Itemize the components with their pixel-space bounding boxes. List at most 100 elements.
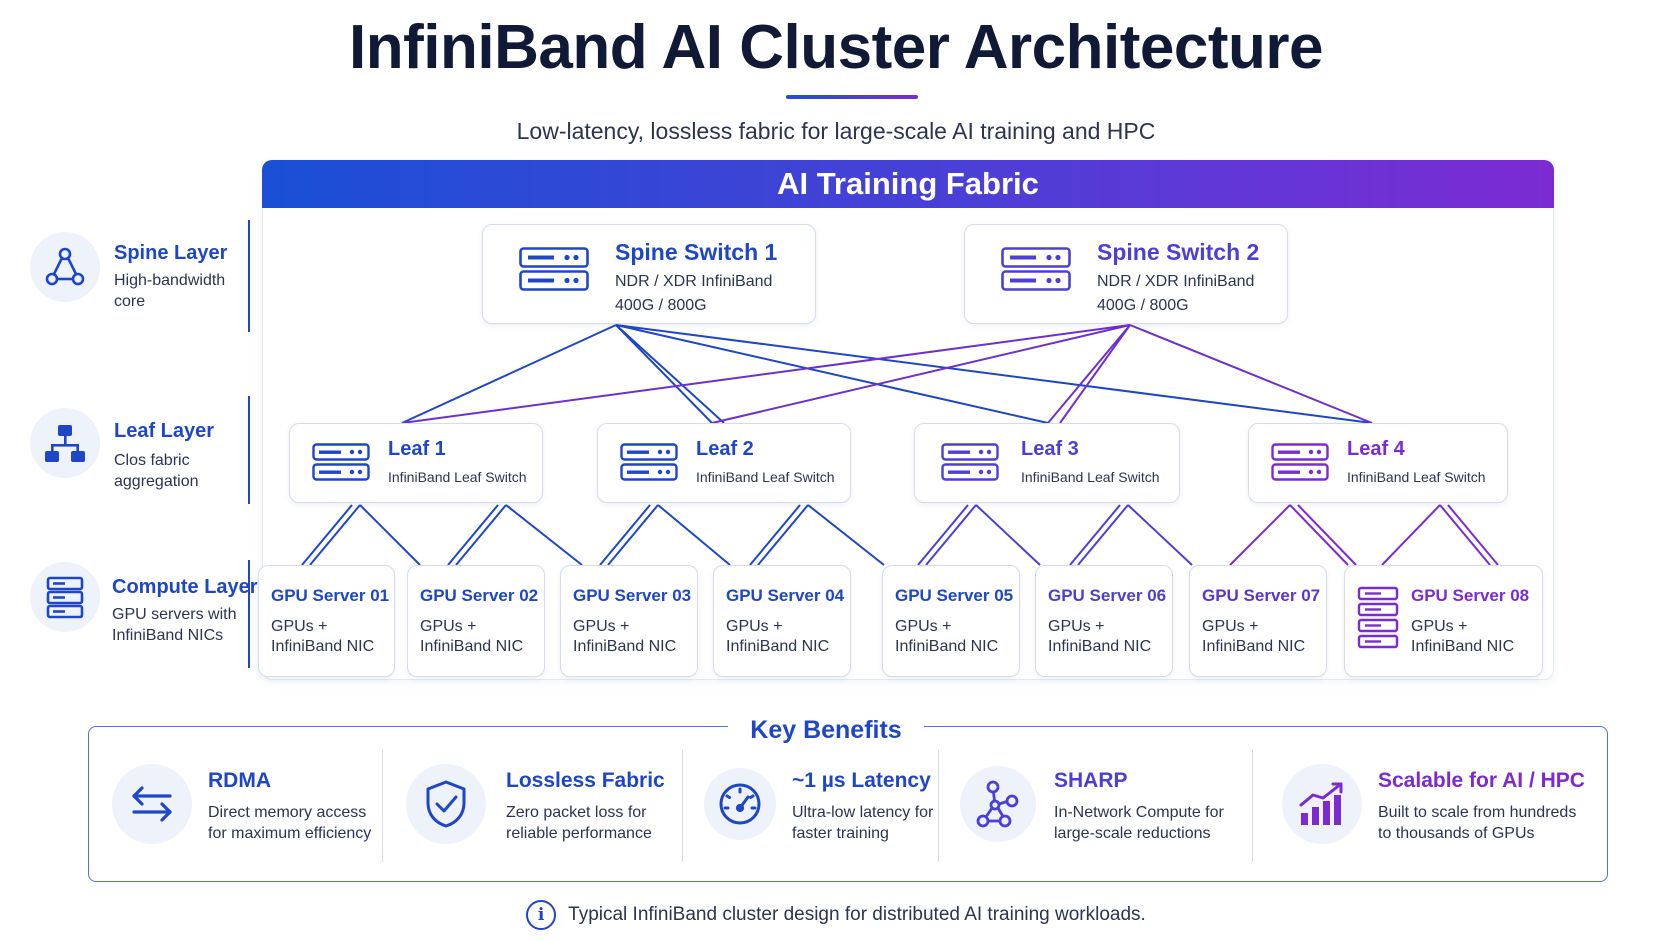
switch-speed: 400G / 800G xyxy=(615,297,707,314)
fabric-header: AI Training Fabric xyxy=(262,160,1554,208)
spine1-uplinks xyxy=(401,324,1373,424)
server-nic: InfiniBand NIC xyxy=(895,638,999,655)
shield-check-icon xyxy=(406,764,486,844)
switch-icon xyxy=(941,443,999,486)
server-gpus: GPUs + xyxy=(271,618,328,635)
gpu-server-01[interactable]: GPU Server 01 GPUs + InfiniBand NIC xyxy=(258,565,395,677)
molecule-nodes-icon xyxy=(960,766,1036,842)
benefit-divider xyxy=(682,750,683,862)
layer-divider xyxy=(248,560,250,668)
gpu-server-04[interactable]: GPU Server 04 GPUs + InfiniBand NIC xyxy=(713,565,851,677)
benefit-desc: Built to scale from hundreds to thousand… xyxy=(1378,804,1577,842)
page-subtitle: Low-latency, lossless fabric for large-s… xyxy=(516,118,1156,144)
layer-title: Spine Layer xyxy=(114,242,228,264)
footnote-text: Typical InfiniBand cluster design for di… xyxy=(568,904,1146,926)
benefit-divider xyxy=(382,750,383,862)
page-title: InfiniBand AI Cluster Architecture xyxy=(349,13,1323,82)
spine-switch-1[interactable]: Spine Switch 1 NDR / XDR InfiniBand 400G… xyxy=(482,224,816,324)
server-nic: InfiniBand NIC xyxy=(1202,638,1306,655)
benefit-divider xyxy=(1252,750,1253,862)
server-gpus: GPUs + xyxy=(1048,618,1105,635)
server-nic: InfiniBand NIC xyxy=(420,638,524,655)
leaf-switch-2[interactable]: Leaf 2 InfiniBand Leaf Switch xyxy=(597,423,851,503)
leaf-desc: InfiniBand Leaf Switch xyxy=(1021,469,1160,485)
gpu-server-03[interactable]: GPU Server 03 GPUs + InfiniBand NIC xyxy=(560,565,698,677)
benefit-desc: Ultra-low latency for faster training xyxy=(792,804,934,842)
leaf-name: Leaf 2 xyxy=(696,438,754,460)
leaf-desc: InfiniBand Leaf Switch xyxy=(388,469,527,485)
leaf-switch-3[interactable]: Leaf 3 InfiniBand Leaf Switch xyxy=(914,423,1180,503)
spine2-uplinks xyxy=(401,324,1373,424)
leaf-name: Leaf 1 xyxy=(388,438,446,460)
benefit-title: RDMA xyxy=(208,769,271,792)
server-name: GPU Server 03 xyxy=(573,586,692,605)
switch-icon xyxy=(312,443,370,486)
gpu-server-02[interactable]: GPU Server 02 GPUs + InfiniBand NIC xyxy=(407,565,545,677)
layer-desc: Clos fabric aggregation xyxy=(114,452,199,490)
benefit-title: ~1 µs Latency xyxy=(792,769,931,792)
server-gpus: GPUs + xyxy=(573,618,630,635)
leaf-downlinks-purple xyxy=(1229,504,1499,566)
leaf-downlinks-blue xyxy=(301,504,885,566)
gpu-server-08[interactable]: GPU Server 08 GPUs + InfiniBand NIC xyxy=(1344,565,1543,677)
benefit-divider xyxy=(938,750,939,862)
layer-desc: High-bandwidth core xyxy=(114,272,226,310)
layer-title: Compute Layer xyxy=(112,576,258,598)
leaf-downlinks-indigo xyxy=(917,504,1193,566)
server-name: GPU Server 08 xyxy=(1411,586,1530,605)
server-gpus: GPUs + xyxy=(726,618,783,635)
benefit-title: Scalable for AI / HPC xyxy=(1378,769,1585,792)
switch-name: Spine Switch 2 xyxy=(1097,239,1260,265)
switch-icon xyxy=(620,443,678,486)
benefit-desc: In-Network Compute for large-scale reduc… xyxy=(1054,804,1224,842)
leaf-name: Leaf 3 xyxy=(1021,438,1079,460)
leaf-switch-1[interactable]: Leaf 1 InfiniBand Leaf Switch xyxy=(289,423,543,503)
server-name: GPU Server 02 xyxy=(420,586,539,605)
switch-icon xyxy=(1271,443,1329,486)
server-name: GPU Server 07 xyxy=(1202,586,1321,605)
benefits-title-gap xyxy=(728,718,924,736)
server-nic: InfiniBand NIC xyxy=(1048,638,1152,655)
server-stack-icon xyxy=(30,562,100,632)
title-underline xyxy=(786,95,918,99)
benefit-desc: Zero packet loss for reliable performanc… xyxy=(506,804,652,842)
leaf-name: Leaf 4 xyxy=(1347,438,1405,460)
server-gpus: GPUs + xyxy=(895,618,952,635)
gpu-server-06[interactable]: GPU Server 06 GPUs + InfiniBand NIC xyxy=(1035,565,1173,677)
layer-divider xyxy=(248,396,250,504)
layer-desc: GPU servers with InfiniBand NICs xyxy=(112,606,237,644)
gpu-server-05[interactable]: GPU Server 05 GPUs + InfiniBand NIC xyxy=(882,565,1020,677)
switch-spec: NDR / XDR InfiniBand xyxy=(1097,273,1255,290)
layer-spine: Spine Layer High-bandwidth core xyxy=(26,220,266,332)
server-nic: InfiniBand NIC xyxy=(271,638,375,655)
network-nodes-icon xyxy=(30,232,100,302)
hierarchy-icon xyxy=(30,408,100,478)
spine-switch-2[interactable]: Spine Switch 2 NDR / XDR InfiniBand 400G… xyxy=(964,224,1288,324)
server-name: GPU Server 06 xyxy=(1048,586,1167,605)
swap-arrows-icon xyxy=(112,764,192,844)
server-nic: InfiniBand NIC xyxy=(726,638,830,655)
gpu-server-07[interactable]: GPU Server 07 GPUs + InfiniBand NIC xyxy=(1189,565,1327,677)
leaf-switch-4[interactable]: Leaf 4 InfiniBand Leaf Switch xyxy=(1248,423,1508,503)
layer-leaf: Leaf Layer Clos fabric aggregation xyxy=(26,396,266,506)
leaf-desc: InfiniBand Leaf Switch xyxy=(1347,469,1486,485)
info-icon: i xyxy=(526,900,557,930)
growth-chart-icon xyxy=(1282,764,1362,844)
speedometer-icon xyxy=(704,768,776,840)
benefit-title: Lossless Fabric xyxy=(506,769,665,792)
server-name: GPU Server 01 xyxy=(271,586,390,605)
layer-divider xyxy=(248,220,250,332)
switch-name: Spine Switch 1 xyxy=(615,239,778,265)
footnote: i Typical InfiniBand cluster design for d… xyxy=(0,900,1672,930)
switch-icon xyxy=(1001,247,1071,296)
benefits-title: Key Benefits xyxy=(750,716,902,744)
switch-spec: NDR / XDR InfiniBand xyxy=(615,273,773,290)
server-gpus: GPUs + xyxy=(420,618,477,635)
server-stack-icon xyxy=(1357,586,1399,657)
server-name: GPU Server 05 xyxy=(895,586,1014,605)
layer-compute: Compute Layer GPU servers with InfiniBan… xyxy=(26,560,266,668)
server-gpus: GPUs + xyxy=(1202,618,1259,635)
layer-title: Leaf Layer xyxy=(114,420,215,442)
server-name: GPU Server 04 xyxy=(726,586,845,605)
